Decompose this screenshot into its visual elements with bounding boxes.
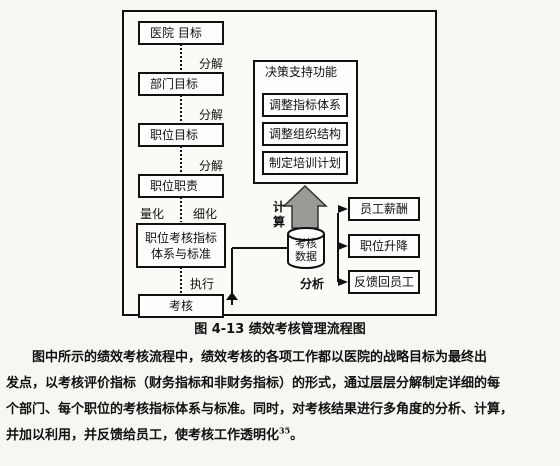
execute-label: 执行 (190, 277, 215, 291)
decompose-label-3: 分解 (199, 159, 224, 173)
refine-label: 细化 (193, 207, 218, 221)
arrow-to-promotion (338, 242, 348, 250)
data-cylinder-label: 考核 数据 (295, 237, 317, 263)
decompose-label-1: 分解 (199, 57, 224, 71)
assessment-box: 考核 (138, 294, 224, 318)
position-goal-box: 职位目标 (138, 123, 224, 147)
arrow-to-feedback (338, 278, 348, 286)
footnote-marker: 35 (279, 425, 291, 436)
figure-caption: 图 4-13 绩效考核管理流程图 (194, 322, 366, 337)
decision-item-adjust-structure: 调整组织结构 (262, 122, 348, 146)
arrow-up-from-assessment (226, 292, 238, 300)
hospital-goal-box: 医院 目标 (138, 21, 224, 45)
position-duty-box: 职位职责 (138, 174, 224, 198)
arrow-to-salary (338, 205, 348, 213)
paragraph-line-2: 发点，以考核评价指标（财务指标和非财务指标）的形式，通过层层分解制定详细的每 (6, 376, 501, 391)
decision-support-title: 决策支持功能 (265, 65, 338, 79)
output-promotion-box: 职位升降 (348, 234, 420, 258)
data-cylinder-icon (287, 227, 325, 269)
output-salary-box: 员工薪酬 (348, 197, 420, 221)
decompose-label-2: 分解 (199, 108, 224, 122)
paragraph-line-1: 图中所示的绩效考核流程中，绩效考核的各项工作都以医院的战略目标为最终出 (32, 350, 488, 365)
paragraph-line-4-text: 并加以利用，并反馈给员工，使考核工作透明化 (6, 428, 280, 443)
big-arrow-up-icon (282, 184, 328, 229)
quantify-label: 量化 (140, 207, 165, 221)
compute-label-char: 算 (272, 215, 285, 229)
compute-label-char: 计 (272, 200, 285, 214)
paragraph-line-4: 并加以利用，并反馈给员工，使考核工作透明化35。 (6, 424, 556, 443)
dept-goal-box: 部门目标 (138, 72, 224, 96)
decision-item-training-plan: 制定培训计划 (262, 151, 348, 175)
paragraph-line-4-end: 。 (290, 428, 304, 443)
paragraph-line-3: 个部门、每个职位的考核指标体系与标准。同时，对考核结果进行多角度的分析、计算， (6, 402, 514, 417)
compute-label: 计算 (272, 200, 286, 230)
indicator-system-box: 职位考核指标 体系与标准 (136, 223, 226, 268)
output-feedback-box: 反馈回员工 (348, 270, 420, 294)
analysis-label: 分析 (300, 277, 325, 291)
decision-item-adjust-indicators: 调整指标体系 (262, 93, 348, 117)
